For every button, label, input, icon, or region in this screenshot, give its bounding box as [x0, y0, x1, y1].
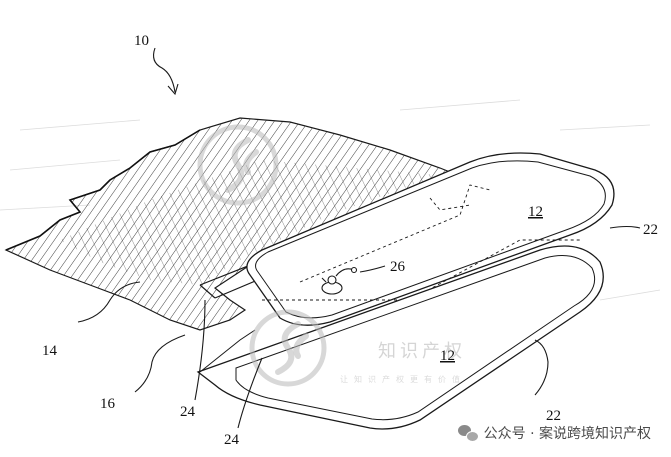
- wechat-icon: [457, 425, 479, 442]
- ref-label-24-lower: 24: [224, 432, 240, 448]
- background-sketch-lines: [0, 99, 661, 301]
- watermark-subcaption: 让知识产权更有价值: [340, 374, 466, 384]
- watermark-logo-upper: [197, 124, 279, 206]
- connector-element: [321, 266, 358, 295]
- ref-label-14: 14: [42, 343, 58, 359]
- ref-label-10: 10: [134, 33, 149, 49]
- upper-heater-pad: [246, 152, 615, 326]
- ref-label-26: 26: [390, 259, 406, 275]
- leader-lines: [77, 47, 641, 429]
- seat-back-mesh: [4, 117, 472, 331]
- ref-label-24-upper: 24: [180, 404, 196, 420]
- watermark-caption: 知识产权: [378, 341, 466, 362]
- ref-label-22-top: 22: [643, 222, 658, 238]
- ref-label-22-bottom: 22: [546, 408, 561, 424]
- source-footer: 公众号 · 案说跨境知识产权: [457, 423, 651, 443]
- watermark-logo-lower: [249, 309, 327, 387]
- ref-label-12-top: 12: [528, 204, 543, 220]
- source-text: 公众号 · 案说跨境知识产权: [483, 426, 651, 442]
- ref-label-16: 16: [100, 396, 116, 412]
- ref-label-12-bottom: 12: [440, 348, 455, 364]
